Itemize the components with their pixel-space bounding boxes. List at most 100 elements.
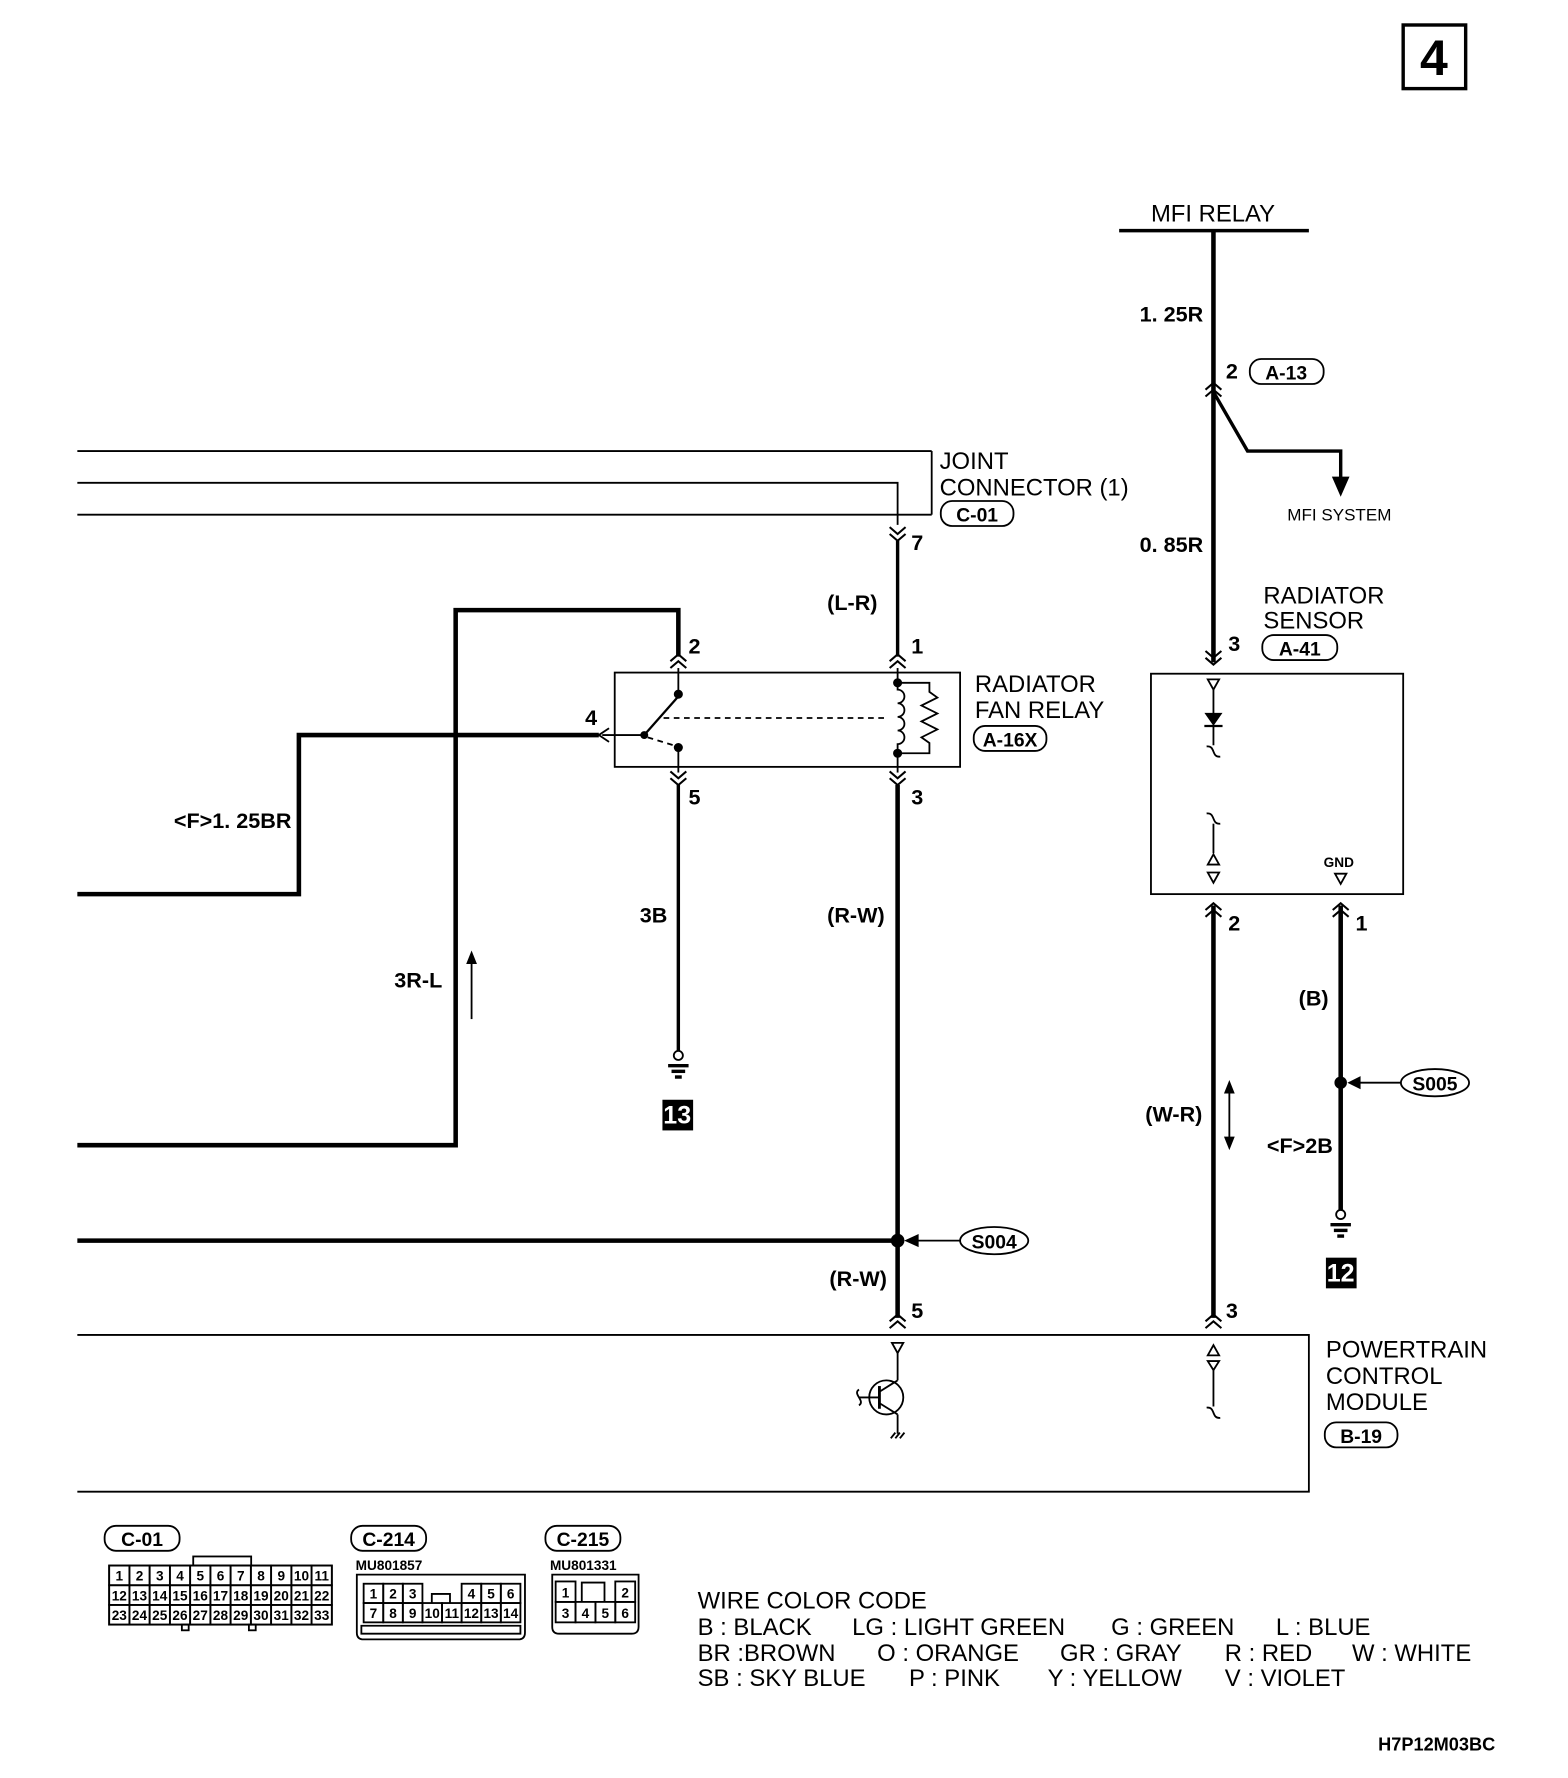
connector-pin-number: 1 [562, 1585, 570, 1600]
wire-label-1-25r: 1. 25R [1140, 302, 1204, 327]
wire-label-b: (B) [1299, 985, 1329, 1010]
terminal-icon [1206, 852, 1221, 866]
wire-branch-mfi-system [1211, 391, 1343, 480]
connector-cavity [499, 1602, 522, 1624]
pin-a16x-1: 1 [911, 633, 923, 658]
mfi-relay: MFI RELAY [1119, 201, 1309, 233]
splice-id-s004: S004 [972, 1233, 1017, 1254]
terminal-icon [1206, 678, 1221, 692]
pcm-box [77, 1334, 1310, 1493]
connector-label-a16x: A-16X [972, 725, 1048, 752]
connector-label-a41: A-41 [1261, 634, 1339, 661]
color-code-entry: SB : SKY BLUE [698, 1665, 866, 1692]
connector-pin-number: 25 [152, 1608, 168, 1623]
connector-cavity [310, 1604, 333, 1626]
connector-pin-number: 5 [487, 1586, 495, 1601]
connector-view-id-c01: C-01 [121, 1530, 163, 1551]
color-code-entry: O : ORANGE [877, 1640, 1019, 1667]
pcm-name-line2: CONTROL [1326, 1363, 1443, 1390]
drawing-code: H7P12M03BC [1378, 1735, 1495, 1755]
color-code-entry: V : VIOLET [1225, 1665, 1346, 1692]
connector-label-b19: B-19 [1323, 1421, 1399, 1449]
color-code-entry: W : WHITE [1352, 1640, 1471, 1667]
pin-a13-2: 2 [1226, 358, 1238, 383]
pin-a41-1: 1 [1355, 910, 1367, 935]
terminal-icon [1206, 1343, 1221, 1357]
connector-pin-number: 24 [132, 1608, 148, 1623]
wire-label-3r-l: 3R-L [394, 967, 442, 992]
radiator-sensor-box [1150, 672, 1405, 896]
wire-label-f-1-25br: <F>1. 25BR [174, 808, 292, 833]
connector-id-b19: B-19 [1340, 1427, 1382, 1448]
connector-pin-number: 3 [562, 1606, 570, 1621]
color-code-entry: P : PINK [909, 1665, 1000, 1692]
wire-label-l-r: (L-R) [827, 590, 877, 615]
joint-connector-name-line2: CONNECTOR (1) [940, 474, 1129, 501]
connector-pin-number: 6 [507, 1586, 515, 1601]
connector-pin-number: 11 [445, 1606, 460, 1621]
connector-pin-number: 22 [314, 1588, 330, 1603]
connector-pin-number: 27 [193, 1608, 208, 1623]
mfi-system-label: MFI SYSTEM [1287, 505, 1391, 524]
color-code-entry: BR :BROWN [698, 1640, 836, 1667]
connector-pin-number: 8 [389, 1606, 397, 1621]
splice-id-s005: S005 [1412, 1075, 1457, 1096]
connector-cavity [614, 1600, 637, 1624]
relay-switch-icon [602, 668, 889, 773]
wire-label-0-85r: 0. 85R [1140, 532, 1204, 557]
pin-a16x-5: 5 [689, 784, 701, 809]
connector-pin-number: 29 [233, 1608, 249, 1623]
connector-pin-number: 13 [132, 1588, 148, 1603]
connector-a16x-terminal-5 [669, 770, 688, 787]
splice-s005: S005 [1347, 1068, 1470, 1098]
radiator-sensor-name-line1: RADIATOR [1263, 582, 1384, 609]
pcm-name-line3: MODULE [1326, 1389, 1428, 1416]
page-number-box: 4 [1401, 23, 1468, 91]
wire-label-r-w-upper: (R-W) [827, 903, 885, 928]
connector-id-a16x: A-16X [983, 730, 1038, 751]
ground-point-13: 13 [662, 1099, 694, 1131]
ground-id-13: 13 [663, 1102, 691, 1130]
pin-a16x-2: 2 [689, 633, 701, 658]
connector-pin-number: 6 [621, 1606, 629, 1621]
gnd-label: GND [1324, 855, 1354, 870]
radiator-fan-relay-name-line2: FAN RELAY [975, 697, 1105, 724]
connector-id-a13: A-13 [1265, 363, 1307, 384]
color-code-entry: Y : YELLOW [1048, 1665, 1183, 1692]
radiator-fan-relay-box [613, 671, 962, 768]
connector-label-a13: A-13 [1248, 358, 1325, 385]
wire-label-f-2b: <F>2B [1267, 1133, 1333, 1158]
joint-connector-name-line1: JOINT [940, 448, 1009, 475]
connector-pin-number: 23 [112, 1608, 128, 1623]
terminal-icon [1206, 1360, 1221, 1372]
connector-pin-number: 9 [277, 1569, 285, 1584]
connector-pin-number: 1 [370, 1586, 378, 1601]
connector-pin-number: 8 [257, 1569, 265, 1584]
ground-icon [1330, 1209, 1351, 1238]
connector-pin-number: 12 [464, 1606, 480, 1621]
connector-id-c01: C-01 [956, 505, 998, 526]
pin-b19-3: 3 [1226, 1298, 1238, 1323]
connector-pin-number: 5 [602, 1606, 610, 1621]
arrow-left-icon [904, 1234, 919, 1248]
diode-icon [1204, 712, 1223, 728]
radiator-fan-relay: 2 1 4 RADIATOR FAN RELAY [585, 633, 1104, 809]
wire-label-r-w-lower: (R-W) [829, 1266, 887, 1291]
connector-pin-number: 7 [237, 1569, 245, 1584]
relay-coil-icon [893, 668, 906, 773]
radiator-sensor-name-line2: SENSOR [1263, 607, 1364, 634]
connector-a16x-terminal-3 [888, 770, 907, 787]
connector-pin-number: 2 [136, 1569, 144, 1584]
arrow-down-icon [1331, 476, 1350, 497]
connector-pin-number: 2 [389, 1586, 397, 1601]
connector-pin-number: 17 [213, 1588, 228, 1603]
pin-b19-5: 5 [911, 1298, 923, 1323]
pin-a41-2: 2 [1228, 910, 1240, 935]
connector-label-c01: C-01 [939, 500, 1015, 527]
color-code-entry: R : RED [1225, 1640, 1312, 1667]
